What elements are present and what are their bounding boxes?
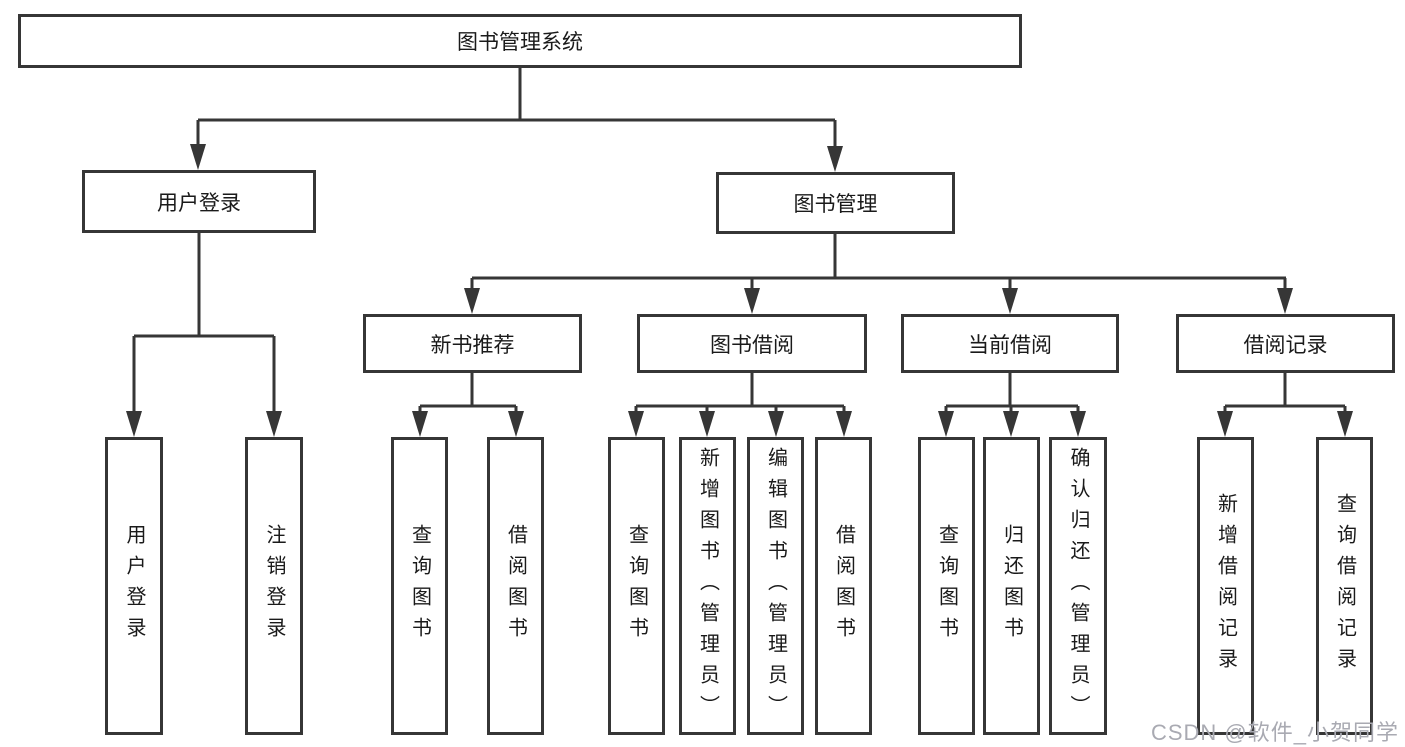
node-new-book-recommendation: 新书推荐	[363, 314, 582, 373]
leaf-query-books-current-label: 查询图书	[935, 524, 958, 648]
leaf-borrow-books-recommend-label: 借阅图书	[504, 524, 527, 648]
leaf-user-login: 用户登录	[105, 437, 163, 735]
leaf-query-borrow-record: 查询借阅记录	[1316, 437, 1373, 735]
node-current-borrowing: 当前借阅	[901, 314, 1119, 373]
leaf-edit-books-admin: 编辑图书（管理员）	[747, 437, 804, 735]
node-book-management: 图书管理	[716, 172, 955, 234]
node-borrow-records: 借阅记录	[1176, 314, 1395, 373]
leaf-add-borrow-record: 新增借阅记录	[1197, 437, 1254, 735]
node-book-borrowing: 图书借阅	[637, 314, 867, 373]
leaf-add-borrow-record-label: 新增借阅记录	[1214, 493, 1237, 679]
leaf-query-books-borrow: 查询图书	[608, 437, 665, 735]
leaf-confirm-return-admin-label: 确认归还（管理员）	[1067, 446, 1089, 726]
leaf-borrow-books-borrow-label: 借阅图书	[832, 524, 855, 648]
leaf-add-books-admin: 新增图书（管理员）	[679, 437, 736, 735]
leaf-query-books-borrow-label: 查询图书	[625, 524, 648, 648]
leaf-query-books-current: 查询图书	[918, 437, 975, 735]
leaf-confirm-return-admin: 确认归还（管理员）	[1049, 437, 1107, 735]
leaf-borrow-books-borrow: 借阅图书	[815, 437, 872, 735]
leaf-logout: 注销登录	[245, 437, 303, 735]
node-root: 图书管理系统	[18, 14, 1022, 68]
node-user-login: 用户登录	[82, 170, 316, 233]
leaf-return-books: 归还图书	[983, 437, 1040, 735]
leaf-query-books-recommend-label: 查询图书	[408, 524, 431, 648]
leaf-return-books-label: 归还图书	[1000, 524, 1023, 648]
leaf-user-login-label: 用户登录	[123, 524, 145, 648]
leaf-edit-books-admin-label: 编辑图书（管理员）	[764, 446, 787, 726]
leaf-add-books-admin-label: 新增图书（管理员）	[696, 446, 719, 726]
leaf-query-borrow-record-label: 查询借阅记录	[1333, 493, 1356, 679]
leaf-query-books-recommend: 查询图书	[391, 437, 448, 735]
csdn-watermark: CSDN @软件_小贺同学	[1150, 720, 1399, 745]
leaf-borrow-books-recommend: 借阅图书	[487, 437, 544, 735]
leaf-logout-label: 注销登录	[263, 524, 285, 648]
